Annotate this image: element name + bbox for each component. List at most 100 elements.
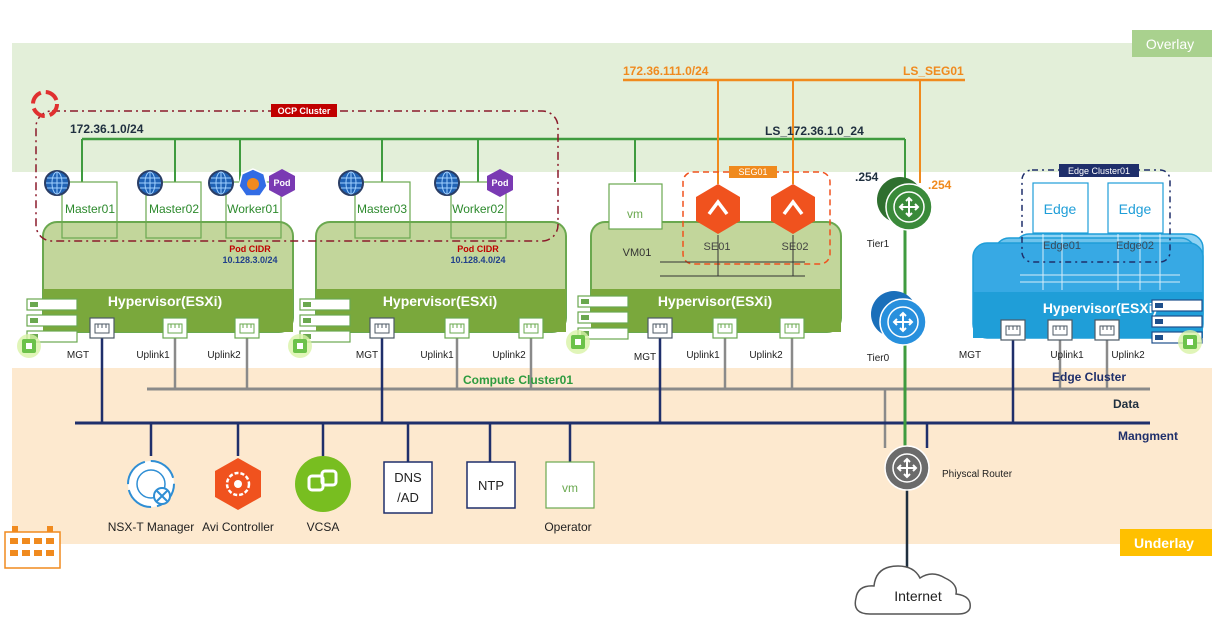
- ocp-subnet-label: 172.36.1.0/24: [70, 122, 144, 136]
- operator-icon: vm: [562, 481, 578, 495]
- seg-subnet-label: 172.36.111.0/24: [623, 64, 709, 78]
- vm-worker02: Worker02: [434, 170, 507, 239]
- dns-label-line2: /AD: [397, 490, 419, 505]
- pod-icon-worker02: Pod: [487, 169, 513, 197]
- host-2: Hypervisor(ESXi): [315, 221, 567, 333]
- edge-cluster01-tag: [1059, 164, 1139, 177]
- compute-cluster-label: Compute Cluster01: [463, 373, 573, 387]
- host-1-label: Hypervisor(ESXi): [108, 293, 222, 309]
- edge02-node: Edge Edge02: [1107, 182, 1164, 252]
- underlay-badge: [1120, 529, 1212, 556]
- vm-worker01-label: Worker01: [227, 202, 279, 216]
- vm-master02-label: Master02: [149, 202, 199, 216]
- pod-cidr-title-2: Pod CIDR: [457, 244, 499, 254]
- h1-mgt: MGT: [67, 350, 89, 361]
- vcsa-label: VCSA: [307, 520, 340, 534]
- cloud-icon: [854, 565, 971, 615]
- vm-master01-label: Master01: [65, 202, 115, 216]
- h3-uplink1: Uplink1: [686, 350, 720, 361]
- nsx-manager-label: NSX-T Manager: [108, 520, 194, 534]
- edge-cluster01-label: Edge Cluster01: [1068, 166, 1130, 176]
- se-vnic-lines: [660, 235, 805, 277]
- pod-cidr-title-1: Pod CIDR: [229, 244, 271, 254]
- edge02-word: Edge: [1119, 201, 1152, 217]
- vm-master02: Master02: [137, 170, 202, 239]
- operator-vm: vm: [545, 461, 595, 509]
- tier1-router: [877, 177, 933, 231]
- operator-label: Operator: [544, 520, 591, 534]
- ls-seg-label: LS_SEG01: [903, 64, 964, 78]
- vm01-icon: vm: [627, 207, 643, 221]
- internet-label: Internet: [894, 588, 942, 604]
- ocp-cluster-label: OCP Cluster: [278, 106, 331, 116]
- pod-cidr-1: 10.128.3.0/24: [222, 255, 277, 265]
- se02-label: SE02: [782, 241, 809, 253]
- data-network-label: Data: [1113, 397, 1139, 411]
- tier0-router: [871, 291, 927, 346]
- vm01-label: VM01: [623, 247, 652, 259]
- ocp-cluster-boundary: [35, 110, 559, 242]
- underlay-label: Underlay: [1134, 535, 1194, 551]
- h2-uplink1: Uplink1: [420, 350, 454, 361]
- server-rack-icon: [299, 298, 351, 343]
- edge01-node: Edge Edge01: [1032, 182, 1089, 252]
- ntp-box: NTP: [466, 461, 516, 509]
- pod-label-worker02: Pod: [492, 178, 509, 188]
- vm-master03: Master03: [338, 170, 411, 239]
- nsx-manager-icon: [127, 460, 175, 508]
- avi-controller-icon: [215, 458, 261, 510]
- ntp-label: NTP: [478, 478, 504, 493]
- host-4-label: Hypervisor(ESXi): [1043, 300, 1157, 316]
- edge-cluster-label: Edge Cluster: [1052, 370, 1126, 384]
- server-rack-icon: [577, 295, 629, 340]
- gw-ocp-label: .254: [855, 170, 879, 184]
- tier0-label: Tier0: [867, 353, 890, 364]
- pod-icon-worker01: Pod: [269, 169, 295, 197]
- host-1: Hypervisor(ESXi): [42, 221, 294, 333]
- vcsa-icon: [295, 456, 351, 512]
- physical-router-label: Phiyscal Router: [942, 469, 1013, 480]
- seg-drops: [717, 80, 921, 184]
- edge01-word: Edge: [1044, 201, 1077, 217]
- uplink-drops: [173, 338, 1109, 448]
- underlay-zone: [12, 368, 1212, 544]
- host-3-label: Hypervisor(ESXi): [658, 293, 772, 309]
- vm-vm01: vm VM01: [608, 183, 663, 259]
- openshift-icon: [31, 90, 59, 118]
- management-network-label: Mangment: [1118, 429, 1178, 443]
- gw-seg-label: .254: [928, 178, 952, 192]
- pod-cidr-2: 10.128.4.0/24: [450, 255, 505, 265]
- h3-uplink2: Uplink2: [749, 350, 783, 361]
- h1-uplink1: Uplink1: [136, 350, 170, 361]
- h4-uplink1: Uplink1: [1050, 350, 1084, 361]
- overlay-zone: [12, 43, 1212, 172]
- pod-label-worker01: Pod: [274, 178, 291, 188]
- dns-label-line1: DNS: [394, 470, 422, 485]
- h4-mgt: MGT: [959, 350, 981, 361]
- edge02-label: Edge02: [1116, 240, 1154, 252]
- h3-mgt: MGT: [634, 352, 656, 363]
- host-2-label: Hypervisor(ESXi): [383, 293, 497, 309]
- ocp-cluster-tag: [271, 104, 337, 117]
- vm-master01: Master01: [44, 170, 118, 239]
- se01-label: SE01: [704, 241, 731, 253]
- h4-uplink2: Uplink2: [1111, 350, 1145, 361]
- tier1-label: Tier1: [867, 239, 890, 250]
- ocp-drops: [81, 139, 906, 182]
- h2-uplink2: Uplink2: [492, 350, 526, 361]
- h1-uplink2: Uplink2: [207, 350, 241, 361]
- mgt-drops: [100, 338, 1015, 462]
- overlay-badge: [1132, 30, 1212, 57]
- kubernetes-icon: [238, 168, 268, 197]
- ls-ocp-label: LS_172.36.1.0_24: [765, 124, 864, 138]
- vm-worker02-label: Worker02: [452, 202, 504, 216]
- physical-router: [884, 445, 930, 491]
- dns-ad-box: DNS /AD: [383, 461, 433, 514]
- overlay-label: Overlay: [1146, 36, 1194, 52]
- seg01-tag: [729, 166, 777, 178]
- edge01-label: Edge01: [1043, 240, 1081, 252]
- datacenter-icon: [4, 526, 61, 569]
- h2-mgt: MGT: [356, 350, 378, 361]
- seg01-label: SEG01: [738, 167, 767, 177]
